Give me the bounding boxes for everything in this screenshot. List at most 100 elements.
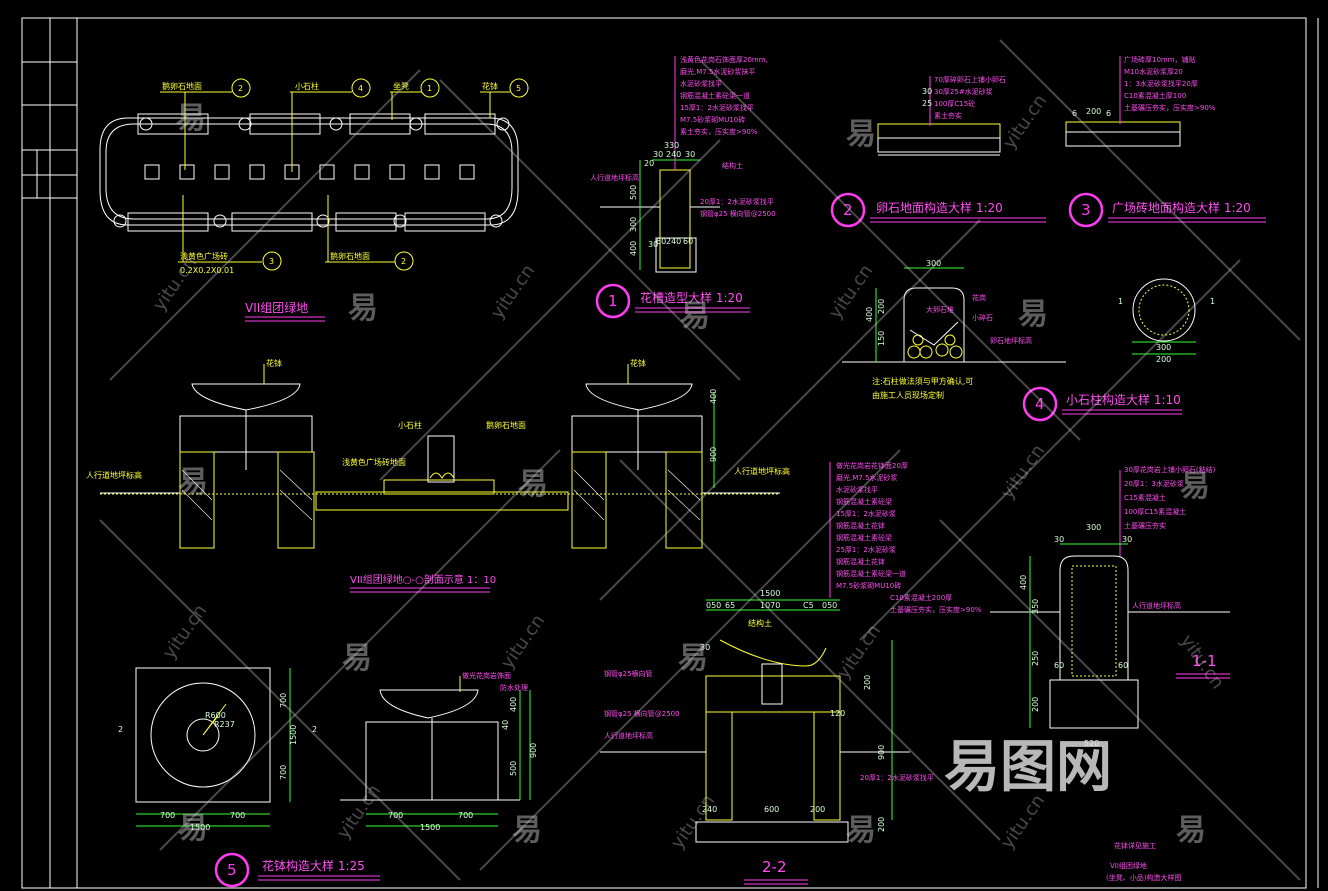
plan-ref-number: 2 <box>401 257 406 266</box>
section-2-2-title: 2-2 <box>762 858 787 876</box>
svg-text:200: 200 <box>877 299 886 314</box>
detail-note: 20厚1：2水泥砂浆找平 <box>700 197 774 206</box>
svg-text:易: 易 <box>846 813 876 848</box>
svg-text:1500: 1500 <box>190 823 210 832</box>
section-1-1-title: 1-1 <box>1192 652 1217 670</box>
detail-note: 磨光,M7.5水泥砂浆 <box>836 473 897 482</box>
detail-note: 大卵石堆 <box>926 305 954 314</box>
svg-text:150: 150 <box>877 331 886 346</box>
svg-text:60: 60 <box>683 237 693 246</box>
svg-text:1500: 1500 <box>420 823 440 832</box>
section-label: 花钵 <box>266 358 282 368</box>
detail-note: 25厚1：2水泥砂浆 <box>836 545 896 554</box>
detail-note: 水泥砂浆找平 <box>680 79 722 88</box>
plan-ref-number: 3 <box>269 257 274 266</box>
detail-note: 钢管φ25 横向管@2500 <box>700 209 776 218</box>
svg-text:700: 700 <box>388 811 403 820</box>
svg-text:25: 25 <box>922 99 932 108</box>
svg-text:60: 60 <box>1054 661 1064 670</box>
detail-1-title: 花槽造型大样 1:20 <box>640 290 743 305</box>
detail-note: 卵石地坪标高 <box>990 336 1032 345</box>
detail-note: 30厚花岗岩上铺小卵石(粘结) <box>1124 465 1216 474</box>
detail-note: C10素混凝土厚100 <box>1124 91 1186 100</box>
section-title: VII组团绿地○-○剖面示意 1：10 <box>350 573 496 586</box>
svg-text:30: 30 <box>685 150 695 159</box>
detail-2-pebble-paving: 70厚碎卵石上铺小卵石 30厚25#水泥砂浆 100厚C15砼 素土夯实 30 … <box>830 75 1046 228</box>
detail-note: 100厚C15素混凝土 <box>1124 507 1186 516</box>
svg-text:40: 40 <box>501 720 510 730</box>
detail-note: 人行道地坪标高 <box>604 731 653 740</box>
detail-3-title: 广场砖地面构造大样 1:20 <box>1112 200 1251 215</box>
detail-note: 人行道地坪标高 <box>1132 601 1181 610</box>
detail-note: 钢筋混凝土素砼梁 <box>836 497 892 506</box>
section-label: 鹅卵石地面 <box>486 420 526 430</box>
svg-text:900: 900 <box>877 745 886 760</box>
svg-text:900: 900 <box>529 743 538 758</box>
svg-text:1: 1 <box>608 292 618 310</box>
detail-note: 20厚1：3水泥砂浆 <box>1124 479 1184 488</box>
detail-note: 小碎石 <box>972 313 993 322</box>
svg-text:易: 易 <box>680 299 710 334</box>
svg-text:700: 700 <box>279 693 288 708</box>
svg-text:200: 200 <box>877 817 886 832</box>
svg-text:易: 易 <box>176 101 206 136</box>
plan-ref-number: 5 <box>516 84 521 93</box>
site-plan: 鹅卵石地面 小石柱 坐凳 花钵 浅黄色广场砖 0.2X0.2X0.01 鹅卵石地… <box>99 78 529 322</box>
plan-label: 坐凳 <box>393 81 409 91</box>
plan-label: 鹅卵石地面 <box>162 81 202 91</box>
svg-text:C5: C5 <box>803 601 814 610</box>
plan-label: 小石柱 <box>295 81 319 91</box>
svg-text:65: 65 <box>725 601 735 610</box>
detail-note: C10素混凝土200厚 <box>890 593 952 602</box>
svg-text:240: 240 <box>666 237 681 246</box>
svg-text:R237: R237 <box>214 720 235 729</box>
svg-text:700: 700 <box>230 811 245 820</box>
detail-note: 15厚1：2水泥砂浆 <box>836 509 896 518</box>
detail-note: 土基碾压夯实，压实度>90% <box>1124 103 1216 112</box>
detail-5-title: 花钵构造大样 1:25 <box>262 858 365 873</box>
bottom-note: (坐凳、小品)构造大样图 <box>1106 873 1181 882</box>
svg-text:1: 1 <box>1210 297 1215 306</box>
svg-text:200: 200 <box>863 675 872 690</box>
detail-4-stone-post: 300 400 200 150 花岗 大卵石堆 小碎石 卵石地坪标高 注:石柱做… <box>842 259 1215 422</box>
plan-ref-number: 2 <box>238 84 243 93</box>
detail-note: 钢筋混凝土素砼梁一道 <box>836 569 906 578</box>
svg-text:2: 2 <box>312 725 317 734</box>
detail-note: 防水处理 <box>500 683 528 692</box>
svg-text:300: 300 <box>926 259 941 268</box>
svg-text:300: 300 <box>629 217 638 232</box>
detail-note: 钢管φ25 横向管@2500 <box>604 709 680 718</box>
detail-note: 钢筋混凝土素砼梁 <box>836 533 892 542</box>
svg-text:200: 200 <box>810 805 825 814</box>
svg-text:3: 3 <box>1081 201 1091 219</box>
detail-note: 1：3水泥砂浆找平20厚 <box>1124 79 1198 88</box>
section-label: 浅黄色广场砖地面 <box>342 457 406 467</box>
svg-text:1070: 1070 <box>760 601 780 610</box>
detail-note: 做光花岗岩花钵面20厚 <box>836 461 908 470</box>
svg-text:30: 30 <box>653 150 663 159</box>
detail-note: 20厚1：2水泥砂浆找平 <box>860 773 934 782</box>
svg-text:240: 240 <box>666 150 681 159</box>
svg-text:240: 240 <box>702 805 717 814</box>
svg-text:易: 易 <box>1018 297 1048 332</box>
detail-note: M7.5砂浆砌MU10砖 <box>836 581 901 590</box>
svg-text:200: 200 <box>1031 697 1040 712</box>
svg-text:易: 易 <box>178 465 208 500</box>
watermark-logo: 易图网 <box>944 735 1112 800</box>
detail-note: 注:石柱做法须与甲方确认,可 <box>872 376 973 386</box>
detail-note: 水泥砂浆找平 <box>836 485 878 494</box>
svg-text:500: 500 <box>509 761 518 776</box>
detail-note: 钢管φ25横向管 <box>604 669 653 678</box>
svg-text:30: 30 <box>1122 535 1132 544</box>
detail-note: 土基碾压夯实 <box>1124 521 1166 530</box>
section-elevation: 400 900 花钵 花钵 小石柱 鹅卵石地面 浅黄色广场砖地面 人行道地坪标高… <box>86 358 790 593</box>
plan-label: 花钵 <box>482 81 498 91</box>
detail-note: 素土夯实，压实度>90% <box>680 127 758 136</box>
svg-text:易: 易 <box>512 813 542 848</box>
svg-text:30: 30 <box>922 87 932 96</box>
plan-label: 鹅卵石地面 <box>330 251 370 261</box>
detail-1-planter-wall: 浅黄色花岗石饰面厚20mm, 磨光,M7.5水泥砂浆抹平 水泥砂浆找平 钢筋混凝… <box>590 55 776 319</box>
svg-text:易: 易 <box>342 641 372 676</box>
svg-text:易: 易 <box>348 291 378 326</box>
detail-note: 浅黄色花岗石饰面厚20mm, <box>680 55 768 64</box>
